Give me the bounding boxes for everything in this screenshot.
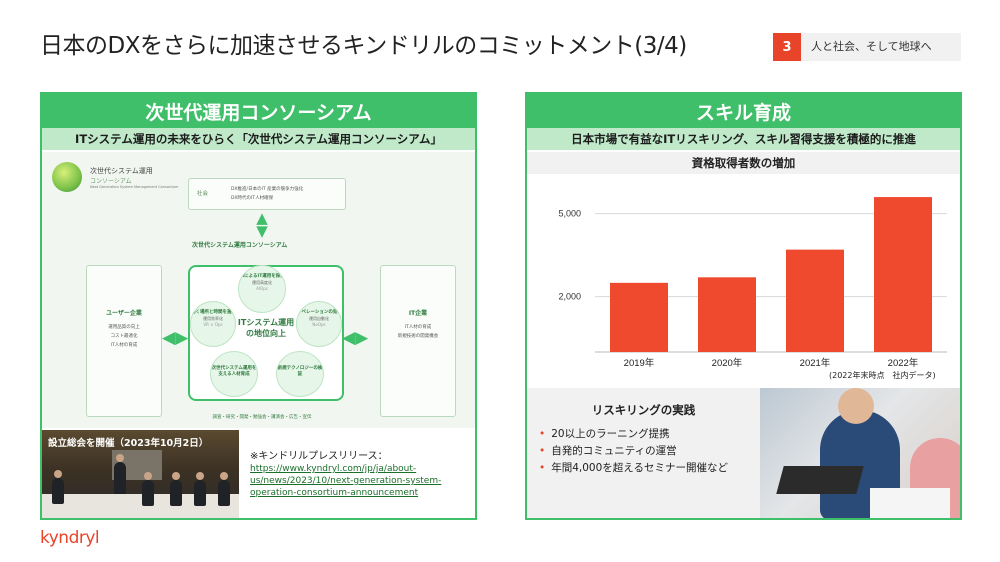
reskilling-title: リスキリングの実践 — [591, 403, 696, 417]
source-note: (2022年末時点 社内データ) — [829, 371, 936, 380]
noops-tag: NoOps — [312, 322, 326, 327]
tech-title: 新規テクノロジーの検証 — [277, 366, 323, 377]
hr-title: 次世代システム運用を支える人材育成 — [211, 366, 257, 377]
it-company-line: 新規技術の開発機会 — [397, 334, 439, 339]
panel-header: 次世代運用コンソーシアム — [42, 94, 475, 128]
x-tick-label: 2020年 — [712, 357, 743, 369]
consortium-panel: 次世代運用コンソーシアム ITシステム運用の未来をひらく「次世代システム運用コン… — [40, 92, 477, 520]
bullet-icon: • — [539, 445, 546, 457]
center-box: AIによるIT運用を探索する 運用高度化 AIOps 働く場所と時間を選ばない … — [188, 265, 344, 401]
kyndryl-logo: kyndryl — [40, 528, 100, 548]
section-badge: 3 人と社会、そして地球へ — [773, 33, 961, 61]
vr-ops-subtitle: 運用効率化 — [203, 316, 223, 321]
person-figure — [142, 472, 154, 506]
y-tick-label: 5,000 — [558, 209, 581, 219]
x-tick-label: 2022年 — [888, 357, 919, 369]
it-company-line: IT人材の育成 — [404, 325, 432, 330]
vr-ops-title: 働く場所と時間を選ばない — [191, 310, 236, 315]
x-tick-label: 2021年 — [800, 357, 831, 369]
bullet-icon: • — [539, 428, 546, 440]
list-item: • 自発的コミュニティの運営 — [539, 443, 728, 460]
society-line: DX推進/日本のIT 産業の競争力強化 — [231, 187, 304, 192]
user-company-box: ユーザー企業 運用品質の向上 コスト最適化 IT人材の育成 — [86, 265, 162, 417]
aiops-title: AIによるIT運用を探索する — [239, 274, 285, 279]
society-box: 社会 DX推進/日本のIT 産業の競争力強化 DX時代のIT人材確保 — [188, 178, 346, 210]
it-company-box: IT企業 IT人材の育成 新規技術の開発機会 — [380, 265, 456, 417]
reskilling-list: • 20以上のラーニング提携 • 自発的コミュニティの運営 • 年間4,000を超える… — [539, 426, 728, 477]
panel-subheader: ITシステム運用の未来をひらく「次世代システム運用コンソーシアム」 — [42, 128, 475, 150]
person-figure — [218, 472, 230, 506]
aiops-subtitle: 運用高度化 — [252, 280, 272, 285]
press-release-link[interactable]: https://www.kyndryl.com/jp/ja/about- us/… — [250, 463, 472, 499]
user-company-line: コスト最適化 — [110, 334, 138, 339]
it-company-title: IT企業 — [408, 310, 428, 317]
consortium-logo: 次世代システム運用 コンソーシアム Next Generation System… — [52, 162, 178, 192]
tech-circle: 新規テクノロジーの検証 — [276, 351, 324, 397]
consortium-diagram: 次世代システム運用 コンソーシアム Next Generation System… — [42, 152, 475, 428]
section-number: 3 — [773, 33, 801, 61]
reskilling-box: リスキリングの実践 • 20以上のラーニング提携 • 自発的コミュニティの運営 • 年… — [527, 388, 760, 518]
press-link-line[interactable]: us/news/2023/10/next-generation-system- — [250, 476, 442, 486]
person-figure — [194, 472, 206, 506]
noops-subtitle: 運用自動化 — [309, 316, 329, 321]
photo-caption: 設立総会を開催（2023年10月2日） — [48, 438, 209, 449]
panel-subheader: 日本市場で有益なITリスキリング、スキル習得支援を積極的に推進 — [527, 128, 960, 150]
bar — [610, 282, 668, 352]
society-line: DX時代のIT人材確保 — [231, 196, 274, 201]
vertical-double-arrow-icon: ▲▼ — [256, 209, 268, 240]
skills-panel: スキル育成 日本市場で有益なITリスキリング、スキル習得支援を積極的に推進 資格… — [525, 92, 962, 520]
logo-english: Next Generation System Management Consor… — [90, 184, 179, 189]
person-figure — [52, 470, 64, 504]
hr-circle: 次世代システム運用を支える人材育成 — [210, 351, 258, 397]
meeting-photo: 設立総会を開催（2023年10月2日） — [42, 430, 239, 518]
vr-ops-circle: 働く場所と時間を選ばない 運用効率化 VR × Ops — [190, 301, 236, 347]
list-item: • 20以上のラーニング提携 — [539, 426, 728, 443]
x-tick-label: 2019年 — [624, 357, 655, 369]
press-link-line[interactable]: operation-consortium-announcement — [250, 488, 419, 498]
noops-circle: オペレーションの効率化 運用自動化 NoOps — [296, 301, 342, 347]
right-double-arrow-icon: ◀▶ — [342, 328, 369, 348]
center-title: ITシステム運用の地位向上 — [237, 318, 295, 338]
list-item-text: 自発的コミュニティの運営 — [551, 445, 677, 457]
logo-title: 次世代システム運用 — [90, 166, 153, 175]
aiops-circle: AIによるIT運用を探索する 運用高度化 AIOps — [238, 265, 286, 313]
aiops-tag: AIOps — [256, 286, 268, 291]
office-photo — [760, 388, 960, 518]
slide-title: 日本のDXをさらに加速させるキンドリルのコミットメント(3/4) — [40, 33, 687, 59]
noops-title: オペレーションの効率化 — [297, 310, 342, 315]
logo-subtitle: コンソーシアム — [90, 177, 132, 185]
list-item-text: 20以上のラーニング提携 — [551, 428, 670, 440]
bar — [698, 277, 756, 352]
panel-header: スキル育成 — [527, 94, 960, 128]
left-double-arrow-icon: ◀▶ — [162, 328, 189, 348]
activities-line: 調査・研究・開発・勉強会・講演会・広告・宣伝 — [212, 415, 312, 420]
certification-bar-chart: 2,000 5,000 2019年 2020年 2021年 2022年 — [558, 197, 947, 369]
globe-icon — [52, 162, 82, 192]
y-tick-label: 2,000 — [558, 292, 581, 302]
consortium-label: 次世代システム運用コンソーシアム — [192, 242, 288, 249]
society-label: 社会 — [197, 191, 209, 197]
press-link-line[interactable]: https://www.kyndryl.com/jp/ja/about- — [250, 464, 417, 474]
person-figure — [170, 472, 182, 506]
user-company-title: ユーザー企業 — [106, 310, 142, 317]
list-item: • 年間4,000を超えるセミナー開催など — [539, 460, 728, 477]
chart-title: 資格取得者数の増加 — [527, 152, 960, 174]
press-release-label: ※キンドリルプレスリリース： — [250, 451, 388, 462]
bar — [786, 249, 844, 352]
user-company-line: IT人材の育成 — [110, 343, 138, 348]
bar — [874, 197, 932, 352]
user-company-line: 運用品質の向上 — [108, 325, 140, 330]
vr-ops-tag: VR × Ops — [203, 322, 223, 327]
person-figure — [114, 454, 126, 496]
bullet-icon: • — [539, 462, 546, 474]
section-label: 人と社会、そして地球へ — [811, 40, 932, 53]
list-item-text: 年間4,000を超えるセミナー開催など — [551, 462, 728, 474]
